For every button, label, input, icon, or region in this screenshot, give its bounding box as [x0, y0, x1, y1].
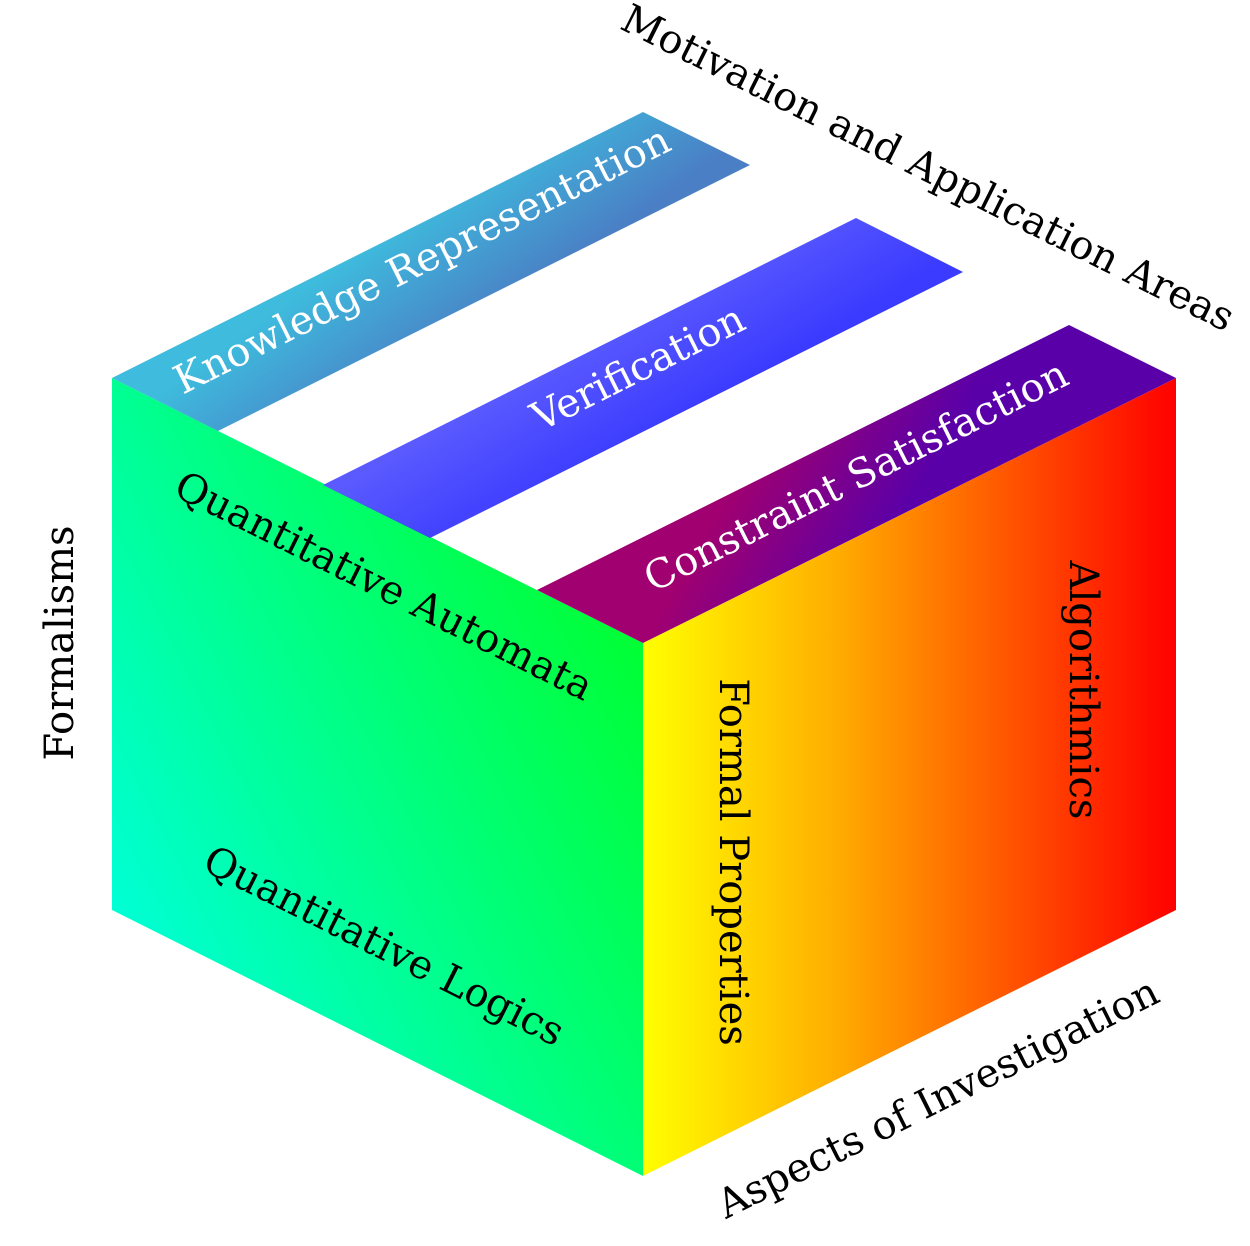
axis-label-formalisms: Formalisms	[37, 525, 83, 760]
top-band-knowledge-representation	[112, 112, 750, 431]
top-band-constraint-satisfaction	[537, 325, 1176, 643]
front-face	[112, 378, 643, 1176]
top-band-verification	[323, 218, 963, 538]
side-face	[643, 378, 1176, 1176]
side-column-label-formal-properties: Formal Properties	[710, 678, 756, 1046]
side-column-label-algorithmics: Algorithmics	[1060, 560, 1106, 820]
